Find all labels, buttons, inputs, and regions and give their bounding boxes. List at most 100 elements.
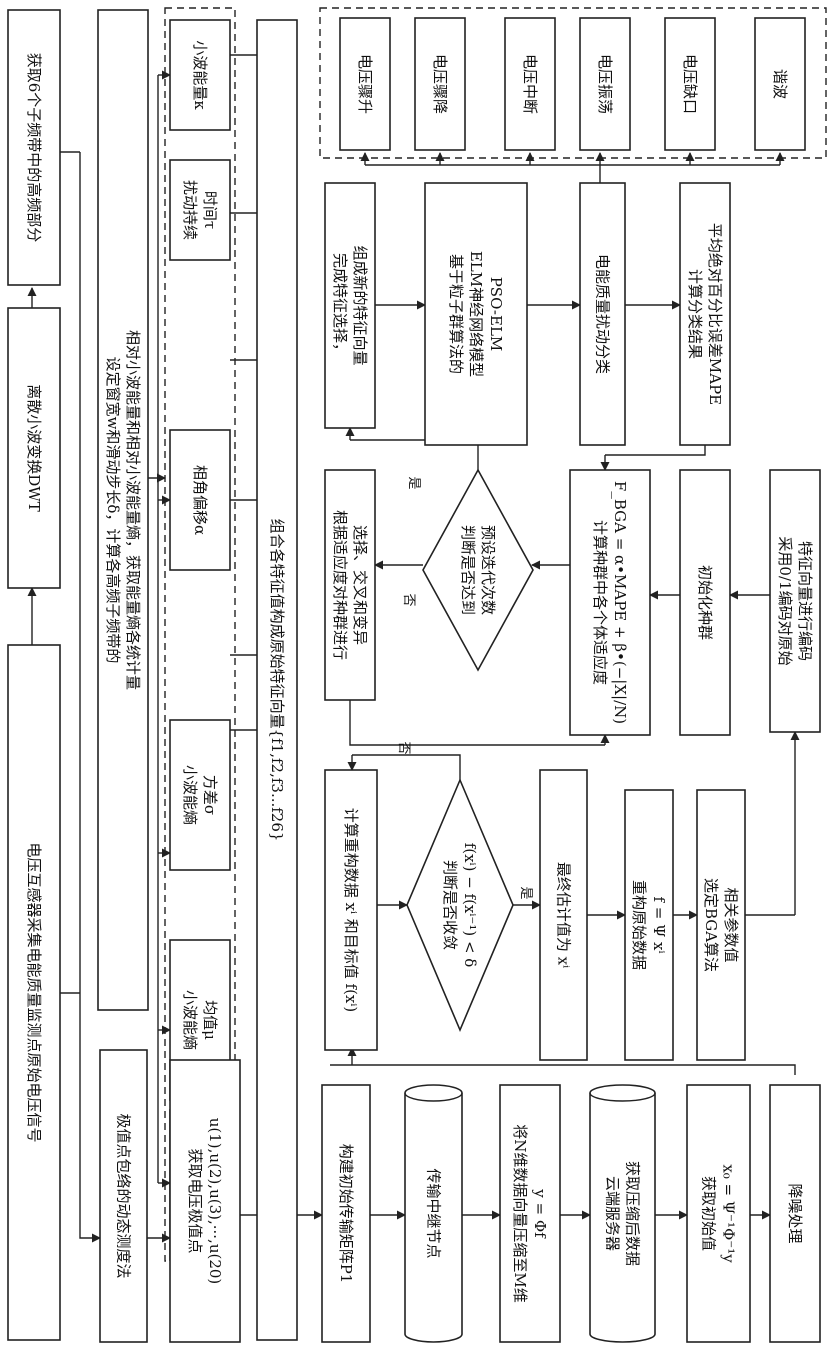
node-f3: 小波能熵方差σ (170, 720, 230, 870)
node-label: 电压互感器采集电能质量监测点原始电压信号 (25, 842, 43, 1142)
node-c1: 电压骤升 (340, 18, 390, 150)
label-line: 获取6个子频带中的高频部分 (25, 53, 43, 243)
label-line: 极值点包络的动态测度法 (115, 1113, 133, 1278)
node-f5: 扰动持续时间τ (170, 160, 230, 260)
node-c6: 谐波 (755, 18, 805, 150)
node-converge: 判断是否收敛f(xⁱ) − f(xⁱ⁻¹) < δ (407, 780, 513, 1030)
node-label: 电能质量扰动分类 (594, 254, 612, 374)
label-line: 特征向量进行编码 (796, 541, 814, 661)
label-line: 电压振荡 (596, 54, 614, 114)
label-line: PSO-ELM (487, 277, 505, 352)
node-label: 电压骤升 (356, 54, 374, 114)
node-label: 初始化种群 (696, 565, 714, 640)
node-label: 电压振荡 (596, 54, 614, 114)
label-line: 时间τ (201, 191, 219, 229)
label-line: 判断是否达到 (459, 525, 477, 615)
node-box (170, 1060, 240, 1342)
edge-label-no-converge: 否 (396, 741, 411, 754)
label-line: 小波能量κ (191, 40, 209, 110)
node-box (170, 160, 230, 260)
edge-label-yes-converge: 是 (518, 886, 533, 899)
node-denoise: 降噪处理 (770, 1085, 820, 1342)
node-label: 组合各特征值构成原始特征向量{f1,f2,f3...f26} (268, 519, 286, 842)
label-line: 电压中断 (521, 54, 539, 114)
label-line: 方差σ (201, 775, 219, 815)
label-line: 采用0/1编码对原始 (776, 536, 794, 665)
label-line: 平均绝对百分比误差MAPE (706, 223, 724, 405)
node-fitness: 计算种群中各个体适应度F_BGA = α•MAPE + β•(−|X|/N) (570, 470, 650, 735)
label-line: 选定BGA算法 (702, 878, 720, 972)
label-line: 最终估计值为 xⁱ (555, 862, 573, 968)
node-init: 获取初始值x₀ = Ψ⁻¹Φ⁻¹y (687, 1085, 750, 1342)
label-line: 初始化种群 (696, 565, 714, 640)
node-encode: 采用0/1编码对原始特征向量进行编码 (770, 470, 820, 732)
label-line: 构建初始传输矩阵P1 (337, 1144, 355, 1284)
node-cloud: 云端服务器获取压缩后数据 (590, 1085, 655, 1342)
node-label: 极值点包络的动态测度法 (115, 1113, 133, 1278)
node-label: 计算重构数据 xⁱ 和目标值 f(xⁱ) (342, 808, 360, 1013)
node-final: 最终估计值为 xⁱ (540, 770, 587, 1060)
label-line: 降噪处理 (786, 1183, 804, 1243)
label-line: 组合各特征值构成原始特征向量{f1,f2,f3...f26} (268, 519, 286, 842)
node-select: 根据适应度对种群进行选择、交叉和变异 (325, 470, 375, 700)
label-line: 获取初始值 (700, 1176, 718, 1251)
label-line: 计算重构数据 xⁱ 和目标值 f(xⁱ) (342, 808, 360, 1013)
label-line: 计算分类结果 (686, 269, 704, 359)
node-relay: 传输中继节点 (405, 1085, 462, 1342)
label-line: u(1),u(2),u(3),···,u(20) (206, 1118, 224, 1285)
node-combine: 组合各特征值构成原始特征向量{f1,f2,f3...f26} (257, 20, 297, 1340)
label-line: 判断是否收敛 (441, 860, 459, 950)
decision-diamond (423, 470, 533, 670)
node-extreme: 获取电压极值点u(1),u(2),u(3),···,u(20) (170, 1060, 240, 1342)
label-line: 将N维数据向量压缩至M维 (511, 1124, 529, 1303)
label-line: 传输中继节点 (425, 1168, 443, 1258)
node-c5: 电压缺口 (665, 18, 715, 150)
label-line: f = Ψ xⁱ (650, 896, 668, 953)
node-window: 设定窗宽w和滑动步长δ，计算各高频子频带的相对小波能量和相对小波能量熵，获取能量… (98, 10, 148, 1010)
label-line: 组成新的特征向量 (351, 245, 369, 365)
label-line: 电压缺口 (681, 54, 699, 114)
node-label: 获取6个子频带中的高频部分 (25, 53, 43, 243)
label-line: 相角偏移α (191, 465, 209, 535)
node-label: 电压缺口 (681, 54, 699, 114)
label-line: 谐波 (771, 69, 789, 99)
node-iter: 判断是否达到预设迭代次数 (423, 470, 533, 670)
node-label: 电压骤降 (431, 54, 449, 114)
label-line: 电压互感器采集电能质量监测点原始电压信号 (25, 842, 43, 1142)
node-box (570, 470, 650, 735)
node-label: 小波能量κ (191, 40, 209, 110)
label-line: 小波能熵 (181, 990, 199, 1050)
node-label: 最终估计值为 xⁱ (555, 862, 573, 968)
label-line: 小波能熵 (181, 765, 199, 825)
label-line: 设定窗宽w和滑动步长δ，计算各高频子频带的 (104, 357, 122, 664)
decision-diamond (407, 780, 513, 1030)
node-c4: 电压振荡 (580, 18, 630, 150)
node-envelope: 极值点包络的动态测度法 (100, 1050, 147, 1342)
node-signal: 电压互感器采集电能质量监测点原始电压信号 (8, 645, 60, 1340)
label-line: ELM神经网络模型 (467, 251, 485, 377)
label-line: 完成特征选择， (331, 253, 349, 358)
node-reconstruct: 重构原始数据f = Ψ xⁱ (625, 790, 673, 1060)
node-label: 谐波 (771, 69, 789, 99)
node-reconcalc: 计算重构数据 xⁱ 和目标值 f(xⁱ) (325, 770, 377, 1050)
node-mape: 计算分类结果平均绝对百分比误差MAPE (680, 183, 730, 445)
label-line: 扰动持续 (181, 180, 199, 240)
label-line: 均值μ (201, 1000, 219, 1040)
node-high: 获取6个子频带中的高频部分 (8, 10, 60, 285)
label-line: 云端服务器 (604, 1176, 622, 1251)
label-line: 获取电压极值点 (186, 1148, 204, 1253)
node-box (170, 720, 230, 870)
node-population: 初始化种群 (680, 470, 730, 735)
node-label: 离散小波变换DWT (25, 384, 43, 511)
label-line: 计算种群中各个体适应度 (591, 520, 609, 685)
node-c3: 电压中断 (505, 18, 555, 150)
nodes: 电压互感器采集电能质量监测点原始电压信号 离散小波变换DWT 获取6个子频带中的高频… (8, 10, 820, 1342)
label-line: 基于粒子群算法的 (447, 254, 465, 374)
node-f6: 小波能量κ (170, 20, 230, 130)
label-line: 选择、交叉和变异 (351, 525, 369, 645)
node-box (500, 1085, 560, 1342)
label-line: F_BGA = α•MAPE + β•(−|X|/N) (611, 481, 629, 724)
label-line: 电压骤升 (356, 54, 374, 114)
node-label: 构建初始传输矩阵P1 (337, 1144, 355, 1284)
